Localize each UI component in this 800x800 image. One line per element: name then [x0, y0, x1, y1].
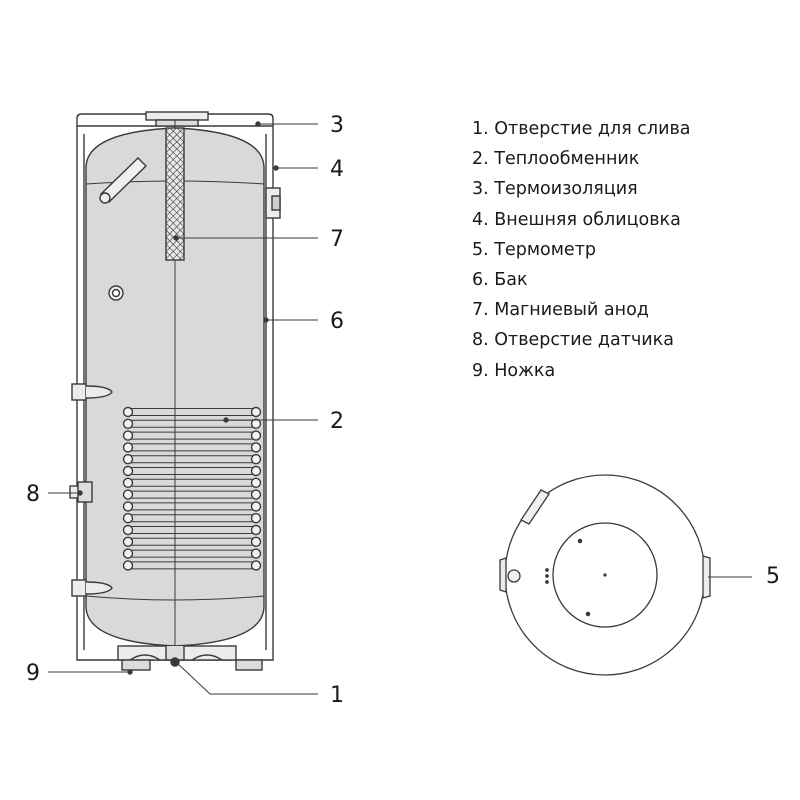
- top-view-thermometer-fitting: [702, 555, 711, 599]
- callout-1: 1: [330, 683, 344, 708]
- callout-7: 7: [330, 227, 344, 252]
- legend-list: 1. Отверстие для слива 2. Теплообменник 3.…: [472, 114, 691, 386]
- lower-left-fitting: [71, 579, 113, 597]
- pipe-end: [99, 192, 111, 204]
- lower-dome-seam: [85, 595, 265, 601]
- side-leader-lines: [48, 121, 318, 695]
- coil-tube: [122, 560, 262, 571]
- top-view-mark: [545, 580, 549, 584]
- legend-item: 4. Внешняя облицовка: [472, 209, 681, 230]
- legend-item: 3. Термоизоляция: [472, 179, 638, 200]
- legend-item: 5. Термометр: [472, 239, 597, 260]
- coil-tube: [122, 454, 262, 465]
- coil-tube: [122, 536, 262, 547]
- top-view-left-port: [507, 569, 521, 583]
- callout-3: 3: [330, 113, 344, 138]
- legend-item: 8. Отверстие датчика: [472, 330, 674, 351]
- upper-left-fitting: [71, 383, 113, 401]
- top-view-bracket-upper: [520, 489, 550, 525]
- top-view-mark: [585, 611, 591, 617]
- legend-item: 1. Отверстие для слива: [472, 119, 691, 139]
- right-fitting-cap: [271, 195, 281, 211]
- top-view-center: [603, 573, 607, 577]
- top-view-left-fitting: [499, 557, 507, 593]
- bottom-arc-right: [191, 654, 223, 661]
- legend-item: 7. Магниевый анод: [472, 300, 649, 321]
- coil-tube: [122, 477, 262, 488]
- foot-right: [235, 659, 263, 671]
- coil-tube: [122, 513, 262, 524]
- legend-item: 6. Бак: [472, 270, 528, 291]
- coil-tube: [122, 489, 262, 500]
- leader-1: [175, 661, 318, 695]
- top-view-mark: [577, 538, 583, 544]
- top-view: [499, 474, 752, 676]
- top-view-mark: [545, 574, 549, 578]
- callout-5: 5: [766, 564, 780, 589]
- coil-tube: [122, 524, 262, 536]
- callout-6: 6: [330, 309, 344, 334]
- coil-tube: [122, 430, 262, 441]
- top-view-mark: [545, 568, 549, 572]
- side-view: [69, 111, 281, 671]
- legend-item: 2. Теплообменник: [472, 149, 640, 170]
- top-cap: [145, 111, 209, 121]
- bottom-arc-left: [129, 654, 161, 661]
- callout-8: 8: [26, 482, 40, 507]
- thermometer-port-inner: [111, 288, 121, 298]
- coil-tube: [122, 406, 262, 418]
- callout-2: 2: [330, 409, 344, 434]
- coil-tube: [122, 442, 262, 453]
- callout-9: 9: [26, 661, 40, 686]
- foot-left: [121, 659, 151, 671]
- legend-item: 9. Ножка: [472, 360, 556, 381]
- coil-tube: [122, 548, 262, 559]
- heat-exchanger-coil: [122, 406, 262, 571]
- callout-4: 4: [330, 157, 344, 182]
- magnesium-anode: [165, 127, 185, 261]
- coil-tube: [122, 501, 262, 512]
- coil-tube: [122, 465, 262, 477]
- top-cap-inner: [155, 119, 199, 127]
